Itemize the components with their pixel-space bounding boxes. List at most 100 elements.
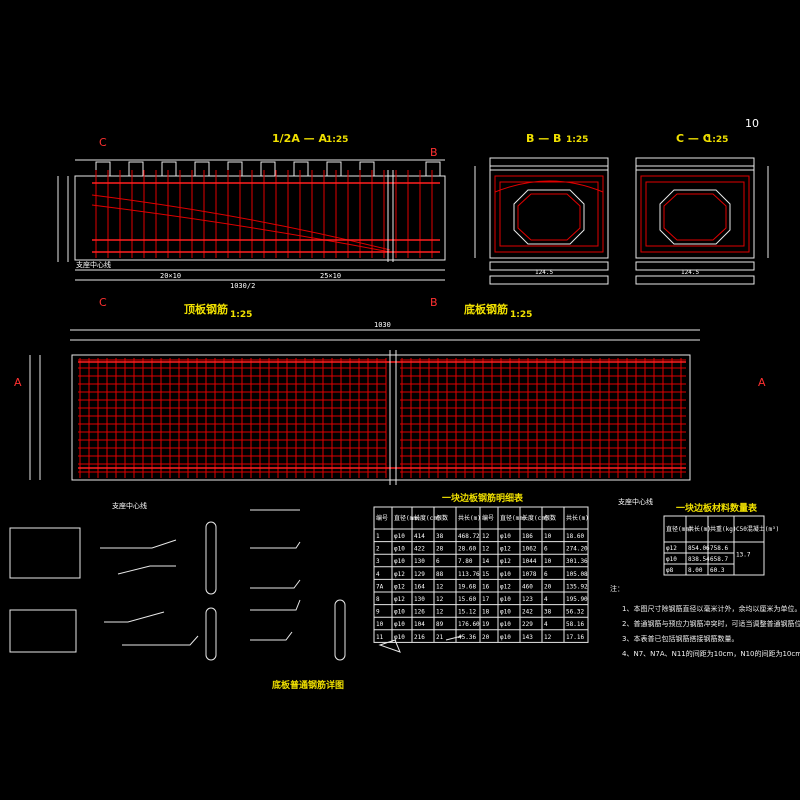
rebar-table-cell: 56.32 xyxy=(566,609,584,616)
rebar-table-cell: 301.36 xyxy=(566,558,588,565)
rebar-table-cell: 12 xyxy=(482,546,490,553)
material-table-cell: 8.00 xyxy=(688,567,703,574)
rebar-table-cell: 422 xyxy=(414,546,425,553)
rebar-table-cell: 17 xyxy=(482,596,490,603)
rebar-table-cell: 2 xyxy=(376,546,380,553)
rebar-table-cell: φ10 xyxy=(394,621,405,628)
rebar-table-cell: 12 xyxy=(544,634,552,641)
notes: 注： 1、本图尺寸除钢筋直径以毫米计外，余均以厘米为单位。 2、普通钢筋与预应力… xyxy=(610,584,800,658)
rebar-table-cell: φ10 xyxy=(500,533,511,540)
rebar-table-cell: 104 xyxy=(414,621,425,628)
material-table-cell: 838.54 xyxy=(688,556,710,563)
rebar-table-cell: 17.16 xyxy=(566,634,584,641)
plan-bottom-title: 底板钢筋 xyxy=(464,302,508,316)
rebar-table-cell: 195.90 xyxy=(566,596,588,603)
rebar-table-cell: 129 xyxy=(414,571,425,578)
rebar-table-cell: 11 xyxy=(376,634,384,641)
rebar-table-cell: 3 xyxy=(376,558,380,565)
material-table-header: C50混凝土(m³) xyxy=(736,525,779,533)
rebar-table-cell: 164 xyxy=(414,583,425,590)
elevation-scale: 1:25 xyxy=(326,135,348,145)
rebar-table-cell: φ10 xyxy=(394,533,405,540)
rebar-table-cell: 4 xyxy=(544,596,548,603)
rebar-table-cell: 105.08 xyxy=(566,571,588,578)
rebar-table-cell: 15 xyxy=(482,571,490,578)
rebar-table-cell: 9 xyxy=(376,609,380,616)
rebar-table-cell: φ10 xyxy=(394,558,405,565)
rebar-table-cell: 89 xyxy=(436,621,444,628)
rebar-table-cell: 4 xyxy=(544,621,548,628)
rebar-table-cell: 126 xyxy=(414,609,425,616)
section-cc: C — C 1:25 124.5 xyxy=(635,132,769,285)
rebar-table-cell: φ12 xyxy=(500,546,511,553)
rebar-table-cell: 4 xyxy=(376,571,380,578)
rebar-table-cell: 16 xyxy=(482,583,490,590)
rebar-table-cell: 1 xyxy=(376,533,380,540)
rebar-table-header: 共长(m) xyxy=(458,514,481,522)
rebar-table-cell: 14 xyxy=(482,558,490,565)
rebar-table-cell: φ10 xyxy=(500,609,511,616)
rebar-detail-title: 底板普通钢筋详图 xyxy=(272,679,344,691)
rebar-table-cell: 38 xyxy=(544,609,552,616)
section-bb-title: B — B xyxy=(526,132,561,145)
material-table-cell: φ12 xyxy=(666,545,677,552)
shear-tooth xyxy=(425,161,441,176)
plan-top-scale: 1:25 xyxy=(230,310,252,320)
material-table-cell: 60.3 xyxy=(710,567,725,574)
rebar-table-cell: 460 xyxy=(522,583,533,590)
rebar-table-header: 长度(cm) xyxy=(414,514,440,522)
plan-bottom-scale: 1:25 xyxy=(510,310,532,320)
plan-top-title: 顶板钢筋 xyxy=(184,302,228,316)
rebar-table-cell: 7.80 xyxy=(458,558,473,565)
rebar-table-cell: 12 xyxy=(436,609,444,616)
rebar-table-cell: 1062 xyxy=(522,546,537,553)
rebar-table-cell: 1078 xyxy=(522,571,537,578)
elevation-dim-1: 20×10 xyxy=(160,272,181,280)
shear-tooth xyxy=(128,161,144,176)
elevation-title: 1/2A — A xyxy=(272,132,327,145)
section-mark-c-top: C xyxy=(99,136,107,149)
section-mark-b-bottom: B xyxy=(430,296,438,309)
rebar-table-cell: 135.92 xyxy=(566,583,588,590)
rebar-table-header: 编号 xyxy=(376,514,388,522)
sheet-number: 10 xyxy=(745,117,759,130)
shear-tooth xyxy=(260,161,276,176)
rebar-table-cell: 28 xyxy=(436,546,444,553)
rebar-table-cell: 274.20 xyxy=(566,546,588,553)
rebar-table-cell: φ12 xyxy=(500,558,511,565)
rebar-table-cell: 6 xyxy=(436,558,440,565)
section-cc-title: C — C xyxy=(676,132,711,145)
material-table-cell: φ10 xyxy=(666,556,677,563)
plan-support-right: 支座中心线 xyxy=(618,497,653,506)
elevation-view: 1/2A — A 1:25 C C B B 支座中心线 20×10 25×10 … xyxy=(57,132,446,309)
rebar-table-cell: 38 xyxy=(436,533,444,540)
rebar-table-cell: 15.60 xyxy=(458,596,476,603)
rebar-table-cell: 88 xyxy=(436,571,444,578)
rebar-table-cell: 58.16 xyxy=(566,621,584,628)
rebar-table-cell: φ10 xyxy=(394,634,405,641)
rebar-table-cell: 10 xyxy=(544,558,552,565)
rebar-table-cell: 19 xyxy=(482,621,490,628)
rebar-table-cell: 242 xyxy=(522,609,533,616)
material-table-cell: 854.06 xyxy=(688,545,710,552)
elevation-rebars xyxy=(95,170,433,258)
plan-mark-a-left: A xyxy=(14,376,22,389)
rebar-table-header: 根数 xyxy=(544,514,556,522)
shear-tooth xyxy=(326,161,342,176)
rebar-table-cell: 12 xyxy=(436,583,444,590)
section-mark-b-top: B xyxy=(430,146,438,159)
rebar-table-cell: 8 xyxy=(376,596,380,603)
shear-teeth xyxy=(95,161,441,176)
shear-tooth xyxy=(359,161,375,176)
rebar-table-cell: 19.68 xyxy=(458,583,476,590)
rebar-table-cell: 216 xyxy=(414,634,425,641)
rebar-table-cell: 18.60 xyxy=(566,533,584,540)
shear-tooth xyxy=(227,161,243,176)
rebar-table-cell: 12 xyxy=(436,596,444,603)
rebar-table-cell: φ12 xyxy=(394,571,405,578)
elevation-dim-3: 1030/2 xyxy=(230,282,255,290)
rebar-table-header: 编号 xyxy=(482,514,494,522)
rebar-table-header: 根数 xyxy=(436,514,448,522)
